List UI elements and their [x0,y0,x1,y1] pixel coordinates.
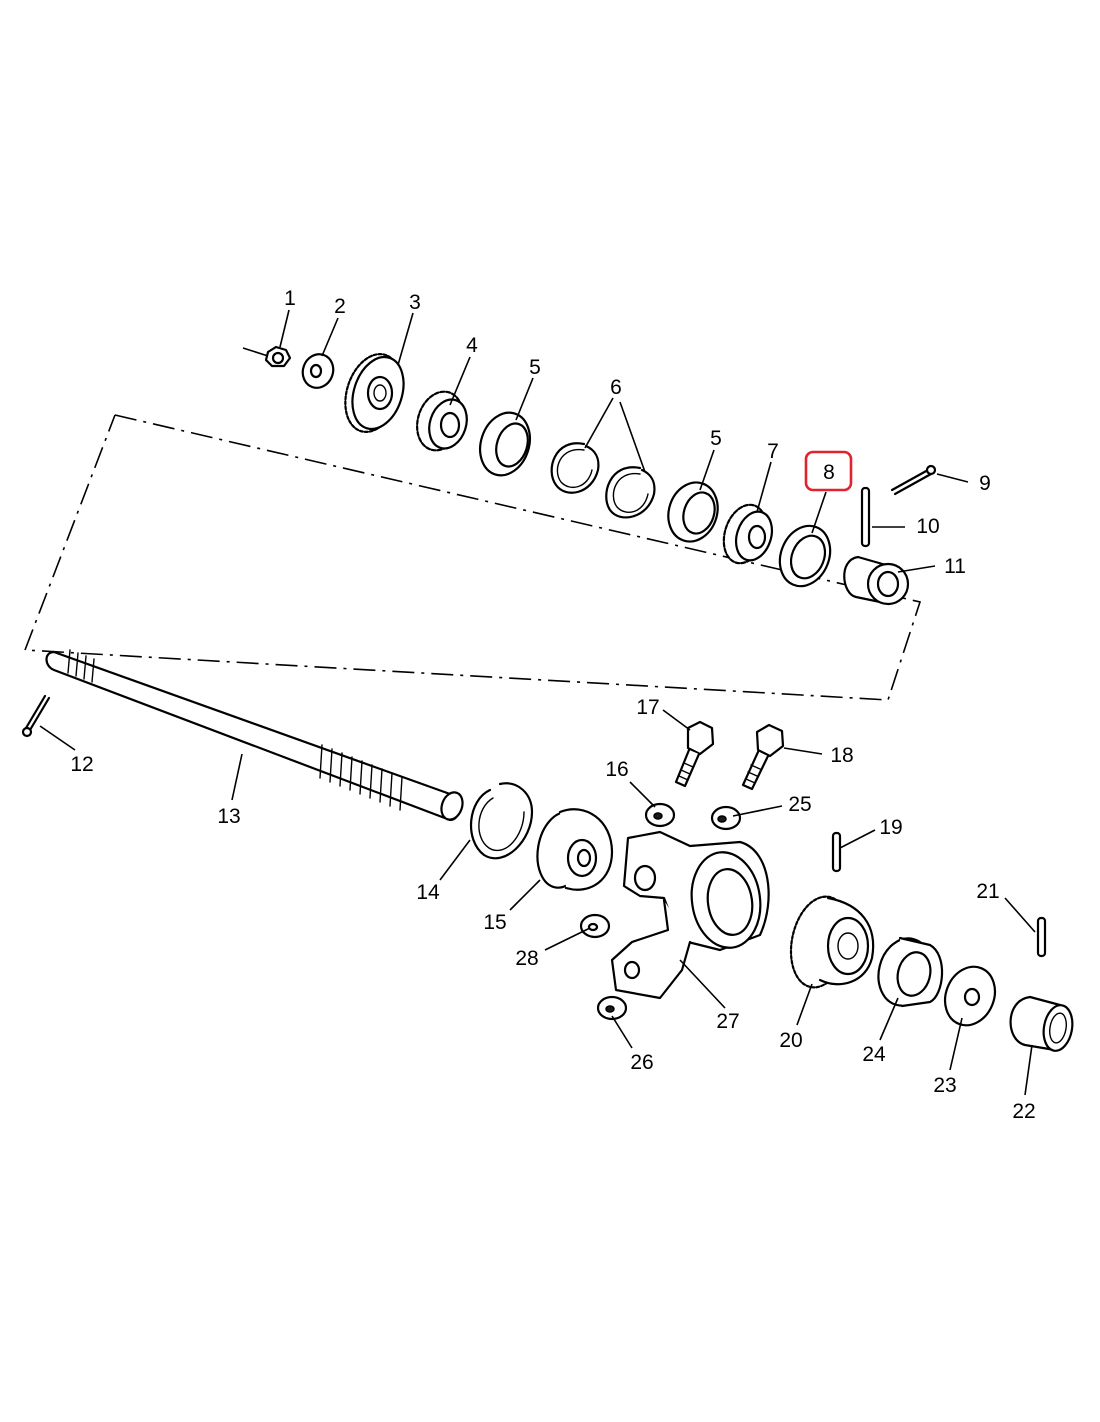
callout-7: 7 [767,440,779,463]
callout-15: 15 [483,911,506,934]
callout-19: 19 [879,816,902,839]
callout-10: 10 [916,515,939,538]
part-5-race-b [667,481,719,543]
part-4-bearing [416,390,468,452]
part-28-washer [579,913,611,939]
part-18-bolt [741,723,785,791]
callout-3: 3 [409,291,421,314]
callout-6: 6 [610,376,622,399]
assembly-boundary [23,414,922,701]
part-21-pin [1036,916,1047,958]
callout-5a: 5 [529,356,541,379]
callout-8: 8 [823,461,835,484]
callout-25: 25 [788,793,811,816]
callout-16: 16 [605,758,628,781]
part-17-bolt [674,720,715,788]
callout-21: 21 [976,880,999,903]
part-8-washer [778,524,832,588]
part-15-housing [536,808,614,891]
callout-5b: 5 [710,427,722,450]
callout-24: 24 [862,1043,886,1066]
part-6-snap-ring-a [550,442,600,494]
callout-4: 4 [466,334,478,357]
callout-22: 22 [1012,1100,1035,1123]
callout-27: 27 [716,1010,739,1033]
callout-13: 13 [217,805,240,828]
callout-23: 23 [933,1074,956,1097]
callout-20: 20 [779,1029,802,1052]
callout-8-highlight [804,450,853,492]
part-12-cotter-pin [21,694,51,738]
callout-14: 14 [416,881,440,904]
callout-26: 26 [630,1051,653,1074]
part-27-bracket [610,830,770,1000]
part-23-washer [943,965,997,1027]
part-25-washer [710,805,742,831]
part-6-snap-ring-b [605,466,656,519]
callout-18: 18 [830,744,853,767]
callout-9: 9 [979,472,991,495]
part-22-bushing [1009,995,1074,1052]
callout-2: 2 [334,295,346,318]
part-9-cotter-pin [890,464,937,496]
leader-lines [39,309,1036,1096]
callout-12: 12 [70,753,93,776]
part-2-washer [301,353,335,389]
part-5-race-a [479,411,531,477]
part-7-bearing [722,503,774,565]
part-11-collar [843,555,910,606]
part-26-washer [596,995,628,1021]
part-24-race [877,936,944,1008]
callout-1: 1 [284,287,296,310]
part-3-gear [344,353,405,433]
callout-labels: 1 2 3 4 5 6 5 7 8 9 10 11 12 13 14 15 16… [70,287,1035,1123]
part-13-shaft [45,649,464,822]
part-10-pin [860,486,871,548]
part-19-pin [831,831,842,873]
part-20-gear [789,895,875,989]
callout-17: 17 [636,696,659,719]
part-14-snap-ring [470,782,534,860]
callout-28: 28 [515,947,538,970]
part-1-nut [264,345,292,368]
part-16-washer [644,802,676,828]
callout-11: 11 [944,555,966,578]
